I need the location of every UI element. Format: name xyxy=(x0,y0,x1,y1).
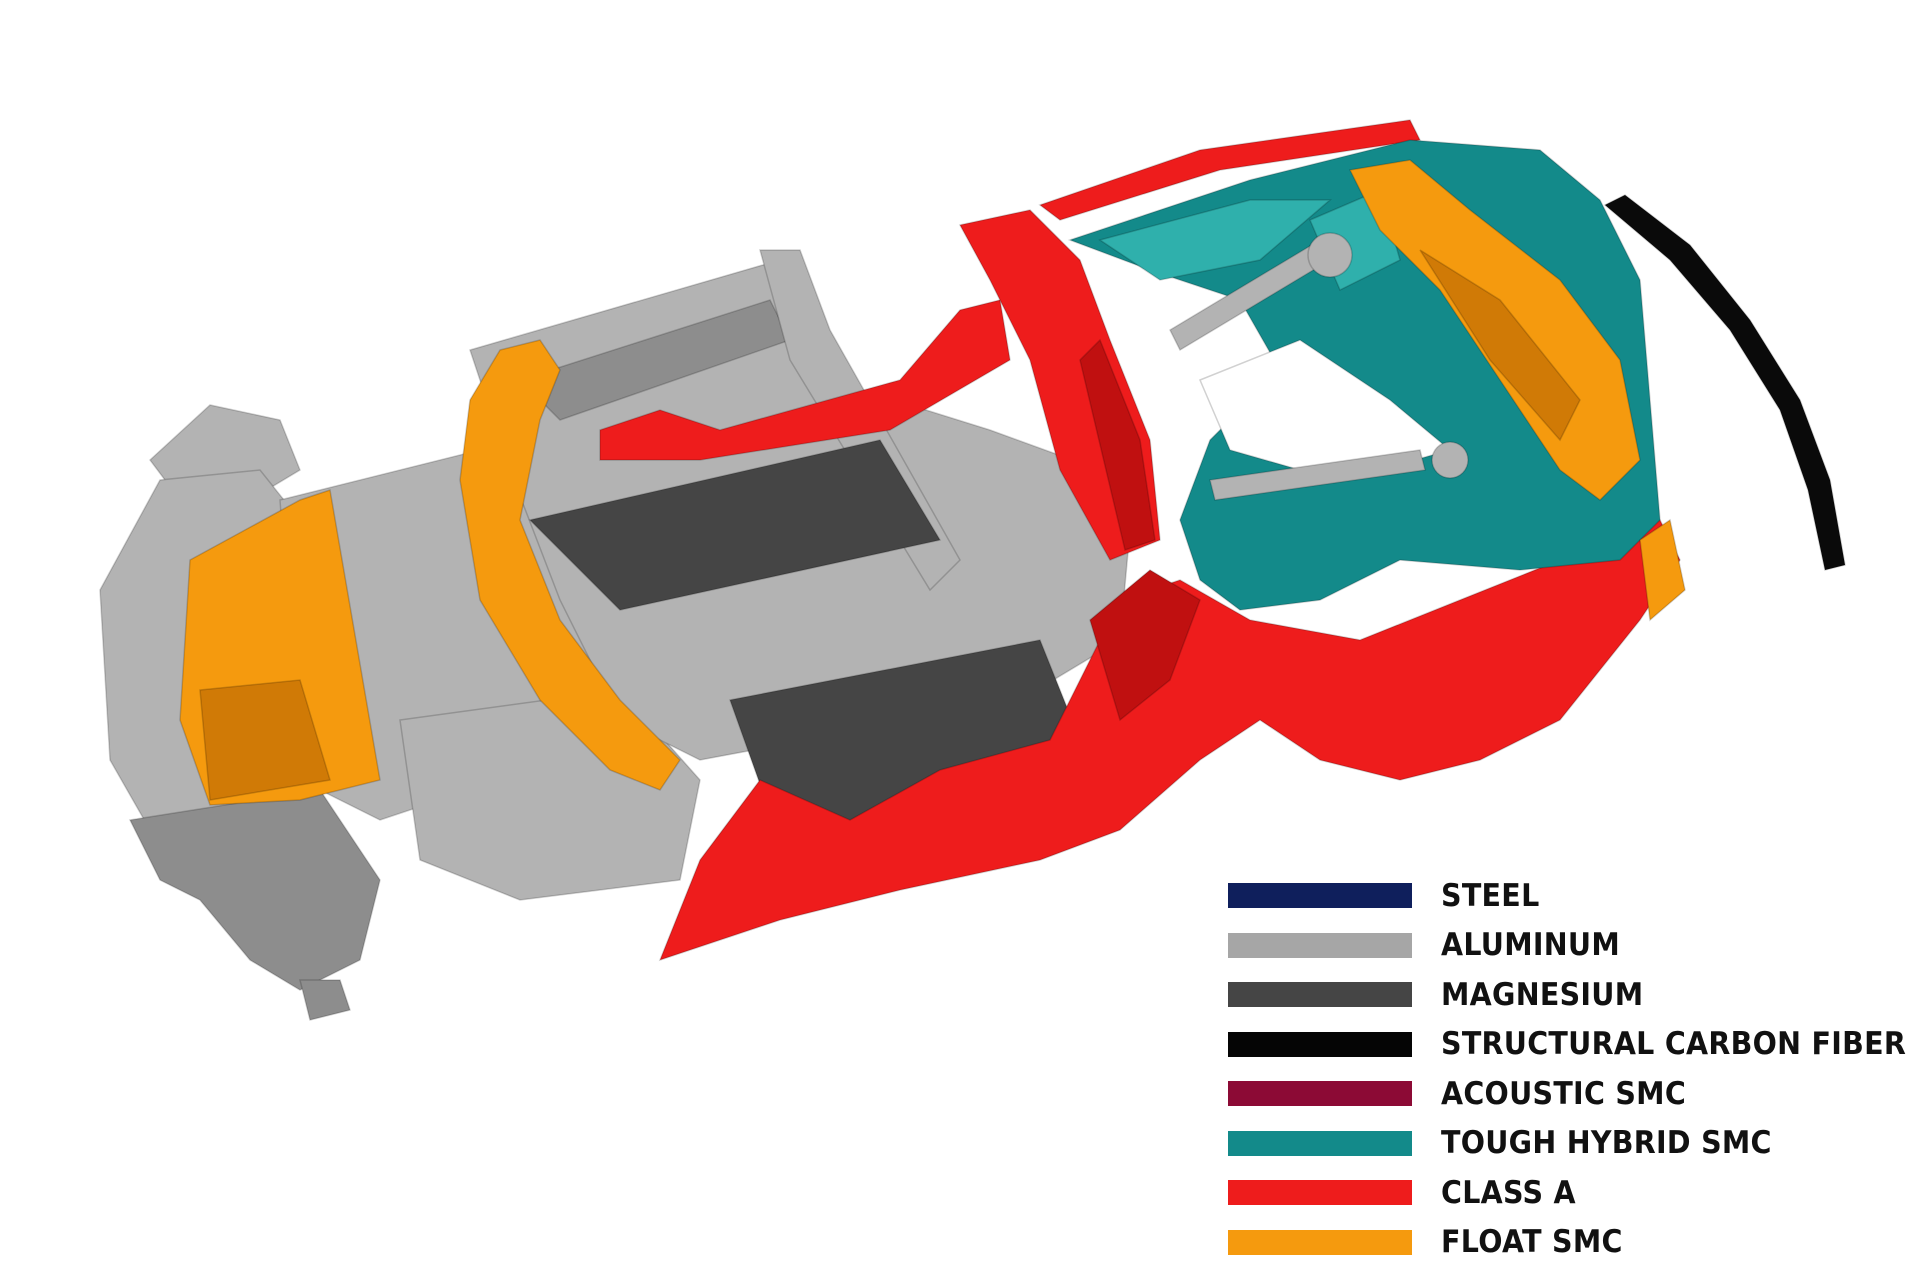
rear-braces-aluminum xyxy=(1169,232,1469,501)
body-part-alu xyxy=(1209,449,1426,501)
rear-panel-float-smc xyxy=(1348,159,1641,501)
legend-swatch xyxy=(1228,1081,1412,1107)
material-legend: STEEL ALUMINUM MAGNESIUM STRUCTURAL CARBON … xyxy=(1228,871,1908,1267)
body-part-alu-dark xyxy=(299,979,351,1021)
legend-item: ALUMINUM xyxy=(1228,921,1908,971)
body-part-mag xyxy=(528,439,942,611)
legend-item: STEEL xyxy=(1228,871,1908,921)
legend-swatch xyxy=(1228,883,1412,909)
legend-label: TOUGH HYBRID SMC xyxy=(1441,1125,1772,1162)
legend-swatch xyxy=(1228,1229,1412,1255)
body-part-float xyxy=(459,339,681,791)
front-trunk-float-smc xyxy=(179,489,381,806)
legend-label: CLASS A xyxy=(1441,1174,1576,1211)
legend-label: MAGNESIUM xyxy=(1441,976,1644,1013)
body-part-carbon xyxy=(1603,194,1846,571)
body-part-alu xyxy=(1431,441,1469,479)
legend-label: STEEL xyxy=(1441,877,1540,914)
legend-item: ACOUSTIC SMC xyxy=(1228,1069,1908,1119)
body-part-float-dark xyxy=(1419,249,1581,442)
legend-label: STRUCTURAL CARBON FIBER xyxy=(1441,1026,1907,1063)
rear-corner-float-smc xyxy=(1639,518,1686,622)
front-hoop-float-smc xyxy=(459,339,681,791)
rear-bumper-carbon-fiber xyxy=(1603,194,1846,571)
legend-item: MAGNESIUM xyxy=(1228,970,1908,1020)
body-part-red-dark xyxy=(1079,338,1156,551)
body-part-alu xyxy=(1307,232,1353,278)
legend-label: ACOUSTIC SMC xyxy=(1441,1075,1687,1112)
body-part-float-dark xyxy=(199,679,331,801)
legend-swatch xyxy=(1228,1031,1412,1057)
legend-item: FLOAT SMC xyxy=(1228,1218,1908,1268)
body-part-teal-light xyxy=(1098,199,1333,281)
legend-label: ALUMINUM xyxy=(1441,927,1620,964)
legend-item: CLASS A xyxy=(1228,1168,1908,1218)
body-part-float xyxy=(1639,518,1686,622)
legend-item: STRUCTURAL CARBON FIBER xyxy=(1228,1020,1908,1070)
body-part-red-dark xyxy=(1089,569,1201,722)
legend-swatch xyxy=(1228,1130,1412,1156)
body-part-alu-dark xyxy=(128,789,381,991)
legend-label: FLOAT SMC xyxy=(1441,1224,1623,1261)
legend-swatch xyxy=(1228,982,1412,1008)
body-part-red xyxy=(1038,119,1422,221)
legend-item: TOUGH HYBRID SMC xyxy=(1228,1119,1908,1169)
body-side-class-a xyxy=(599,119,1681,962)
legend-swatch xyxy=(1228,1180,1412,1206)
legend-swatch xyxy=(1228,932,1412,958)
